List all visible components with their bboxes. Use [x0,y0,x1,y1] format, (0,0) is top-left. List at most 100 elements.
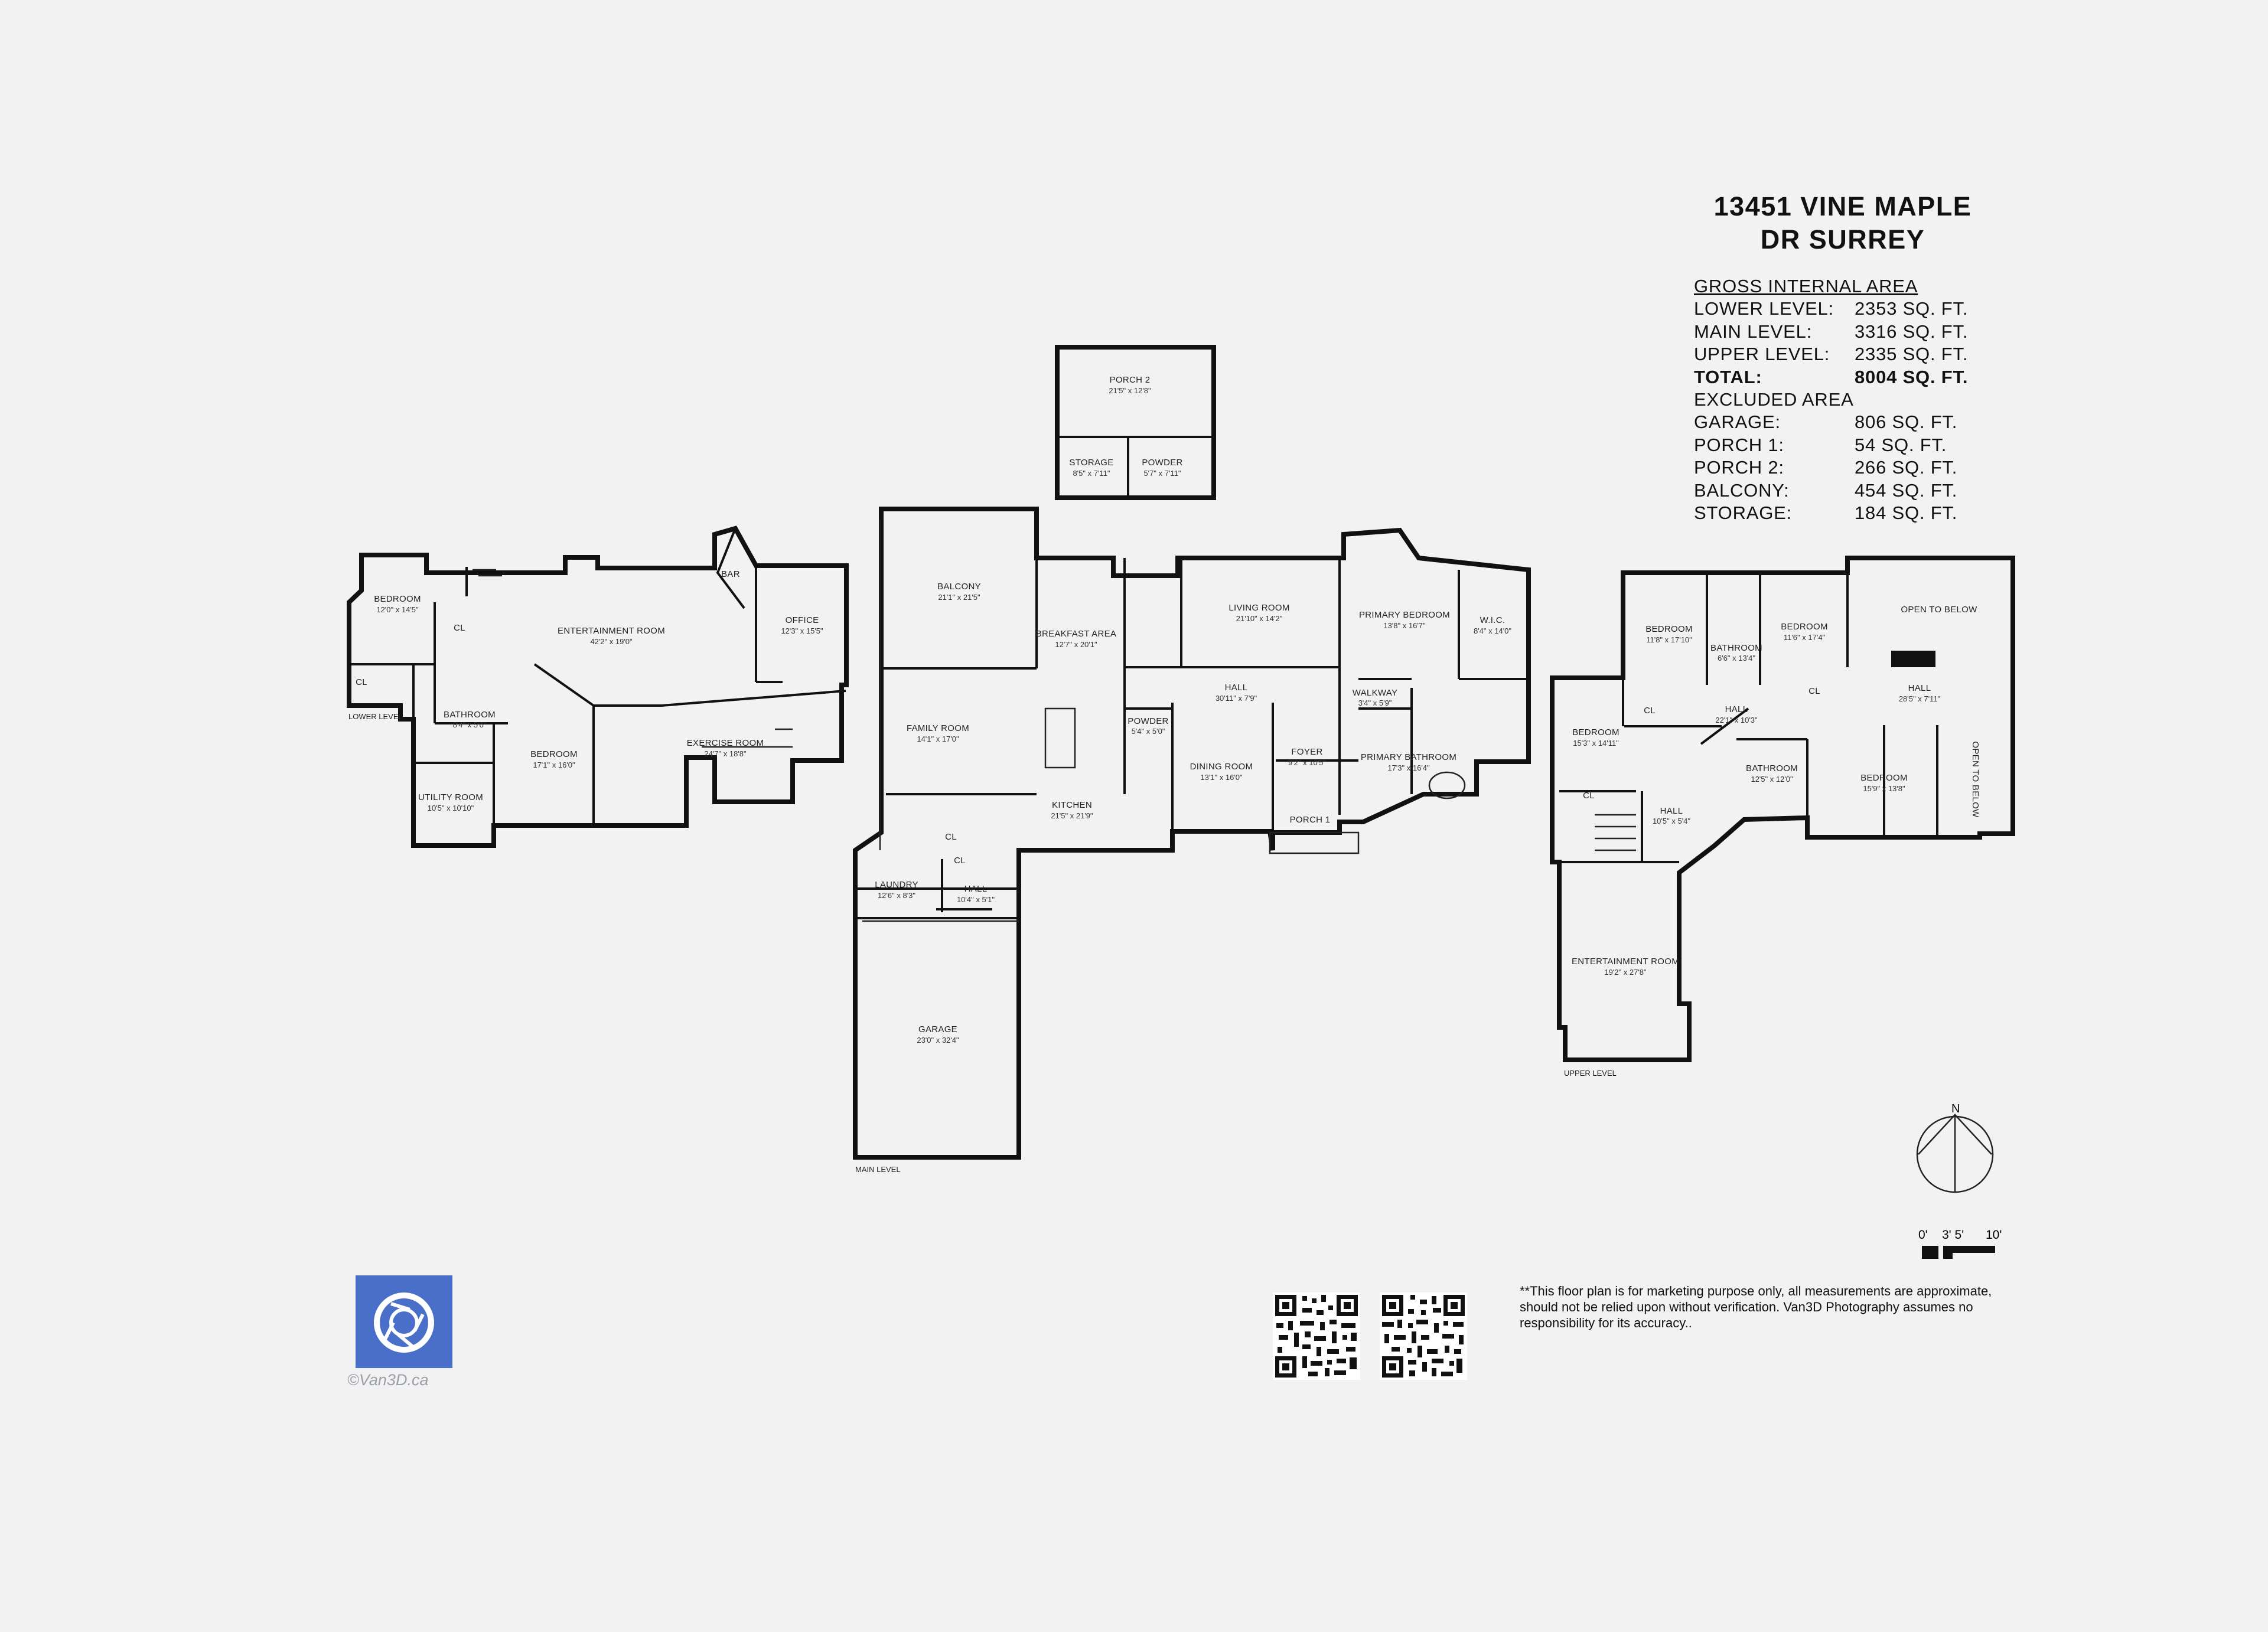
room-name: FAMILY ROOM [907,723,969,733]
area-row: LOWER LEVEL: 2353 SQ. FT. [1694,298,1968,320]
room-dim: 12'6" x 8'3" [878,891,915,900]
qr-code-icon[interactable] [1273,1292,1360,1380]
room-name: ENTERTAINMENT ROOM [1572,957,1679,967]
room-name: BEDROOM [374,594,421,604]
room-name: LIVING ROOM [1228,603,1289,613]
room-name: BEDROOM [530,749,578,759]
lower-room-labels: BEDROOM 12'0" x 14'5" ENTERTAINMENT ROOM… [356,569,823,812]
room-dim: 19'2" x 27'8" [1604,968,1647,977]
disclaimer-text: **This floor plan is for marketing purpo… [1520,1284,1992,1330]
room-dim: 21'1" x 21'5" [938,593,980,602]
lower-level-plan [347,525,849,848]
room-name: WALKWAY [1353,688,1398,698]
gross-area-header: GROSS INTERNAL AREA [1694,276,1918,296]
room-name: UTILITY ROOM [418,792,483,802]
room-dim: 12'5" x 12'0" [1751,775,1793,784]
room-name: STORAGE [1069,458,1113,468]
area-value: 2335 SQ. FT. [1855,344,1969,365]
scale-label-0: 0' [1918,1228,1928,1242]
room-name: CL [1808,686,1820,696]
area-label: PORCH 2: [1694,457,1784,478]
room-dim: 24'7" x 18'8" [704,749,747,758]
area-value: 3316 SQ. FT. [1855,321,1969,342]
room-dim: 11'6" x 17'4" [1784,633,1826,642]
north-arrow: N [1916,1102,1994,1193]
room-name: CL [356,677,367,687]
qr-code-icon[interactable] [1380,1292,1467,1380]
area-row: STORAGE: 184 SQ. FT. [1694,502,1968,524]
area-value: 454 SQ. FT. [1855,479,1958,501]
room-name: BATHROOM [1710,643,1762,653]
area-value: 184 SQ. FT. [1855,502,1958,524]
property-title: 13451 VINE MAPLE DR SURREY [1695,190,1990,256]
room-name: PORCH 1 [1290,815,1331,825]
room-name: HALL [964,884,988,894]
area-label: LOWER LEVEL: [1694,298,1834,319]
area-label: PORCH 1: [1694,434,1784,455]
room-name: OPEN TO BELOW [1901,605,1977,615]
main-level-label: MAIN LEVEL [855,1165,901,1174]
room-name: BALCONY [937,582,981,592]
area-value: 54 SQ. FT. [1855,434,1947,455]
area-row: MAIN LEVEL: 3316 SQ. FT. [1694,321,1968,343]
room-dim: 21'5" x 12'8" [1109,386,1151,395]
area-label: MAIN LEVEL: [1694,321,1813,342]
room-name: BEDROOM [1645,624,1693,634]
room-dim: 10'4" x 5'1" [957,895,995,904]
room-name: POWDER [1128,716,1168,726]
room-dim: 8'4" x 5'0" [453,720,487,729]
van3d-logo [356,1275,452,1368]
room-name: ENTERTAINMENT ROOM [558,626,665,636]
room-dim: 42'2" x 19'0" [590,637,633,646]
room-name: PRIMARY BEDROOM [1359,610,1450,620]
room-dim: 9'2" x 10'5" [1288,758,1326,767]
room-dim: 13'1" x 16'0" [1200,773,1243,782]
room-name: BEDROOM [1781,622,1828,632]
room-name: POWDER [1142,458,1182,468]
title-line-2: DR SURREY [1760,224,1925,254]
room-dim: 8'5" x 7'11" [1073,469,1110,478]
area-row: PORCH 1: 54 SQ. FT. [1694,434,1968,456]
room-name: KITCHEN [1052,800,1092,810]
room-dim: 23'0" x 32'4" [917,1036,959,1045]
room-dim: 8'4" x 14'0" [1474,626,1511,635]
room-dim: 6'6" x 13'4" [1718,654,1755,662]
room-dim: 5'7" x 7'11" [1143,469,1181,478]
area-label: STORAGE: [1694,502,1793,524]
area-value: 2353 SQ. FT. [1855,298,1969,319]
upper-room-labels: BEDROOM 11'8" x 17'10" BATHROOM 6'6" x 1… [1572,605,1980,977]
room-dim: 28'5" x 7'11" [1899,694,1941,703]
room-dim: 12'3" x 15'5" [781,626,823,635]
room-name: DINING ROOM [1190,762,1253,772]
room-name: LAUNDRY [875,880,918,890]
room-name: PRIMARY BATHROOM [1361,752,1456,762]
room-name: OFFICE [786,615,819,625]
room-dim: 17'3" x 16'4" [1387,763,1430,772]
room-name: FOYER [1291,747,1322,757]
room-name: GARAGE [918,1024,957,1034]
room-dim: 15'9" x 13'8" [1863,784,1905,793]
room-name: BATHROOM [1746,763,1798,773]
room-name: BEDROOM [1860,773,1908,783]
area-total-value: 8004 SQ. FT. [1855,366,1969,387]
room-name: BEDROOM [1572,727,1619,737]
scale-label-10: 10' [1986,1228,2002,1242]
area-label: GARAGE: [1694,412,1781,433]
area-total-label: TOTAL: [1694,366,1762,387]
room-name: BATHROOM [444,710,496,720]
area-value: 266 SQ. FT. [1855,457,1958,478]
area-row: PORCH 2: 266 SQ. FT. [1694,456,1968,479]
area-row: GARAGE: 806 SQ. FT. [1694,411,1968,433]
room-dim: 10'5" x 10'10" [428,804,474,812]
room-name: CL [1583,791,1595,801]
room-name: BREAKFAST AREA [1036,629,1116,639]
room-name: HALL [1725,704,1748,714]
room-name: BAR [721,569,740,579]
scale-label-5: 3' 5' [1942,1228,1964,1242]
scale-bar: 0' 3' 5' 10' [1918,1228,2002,1259]
room-name: CL [1644,706,1656,716]
area-value: 806 SQ. FT. [1855,412,1958,433]
room-dim: 11'8" x 17'10" [1646,635,1692,644]
main-level-plan [853,345,1531,1160]
